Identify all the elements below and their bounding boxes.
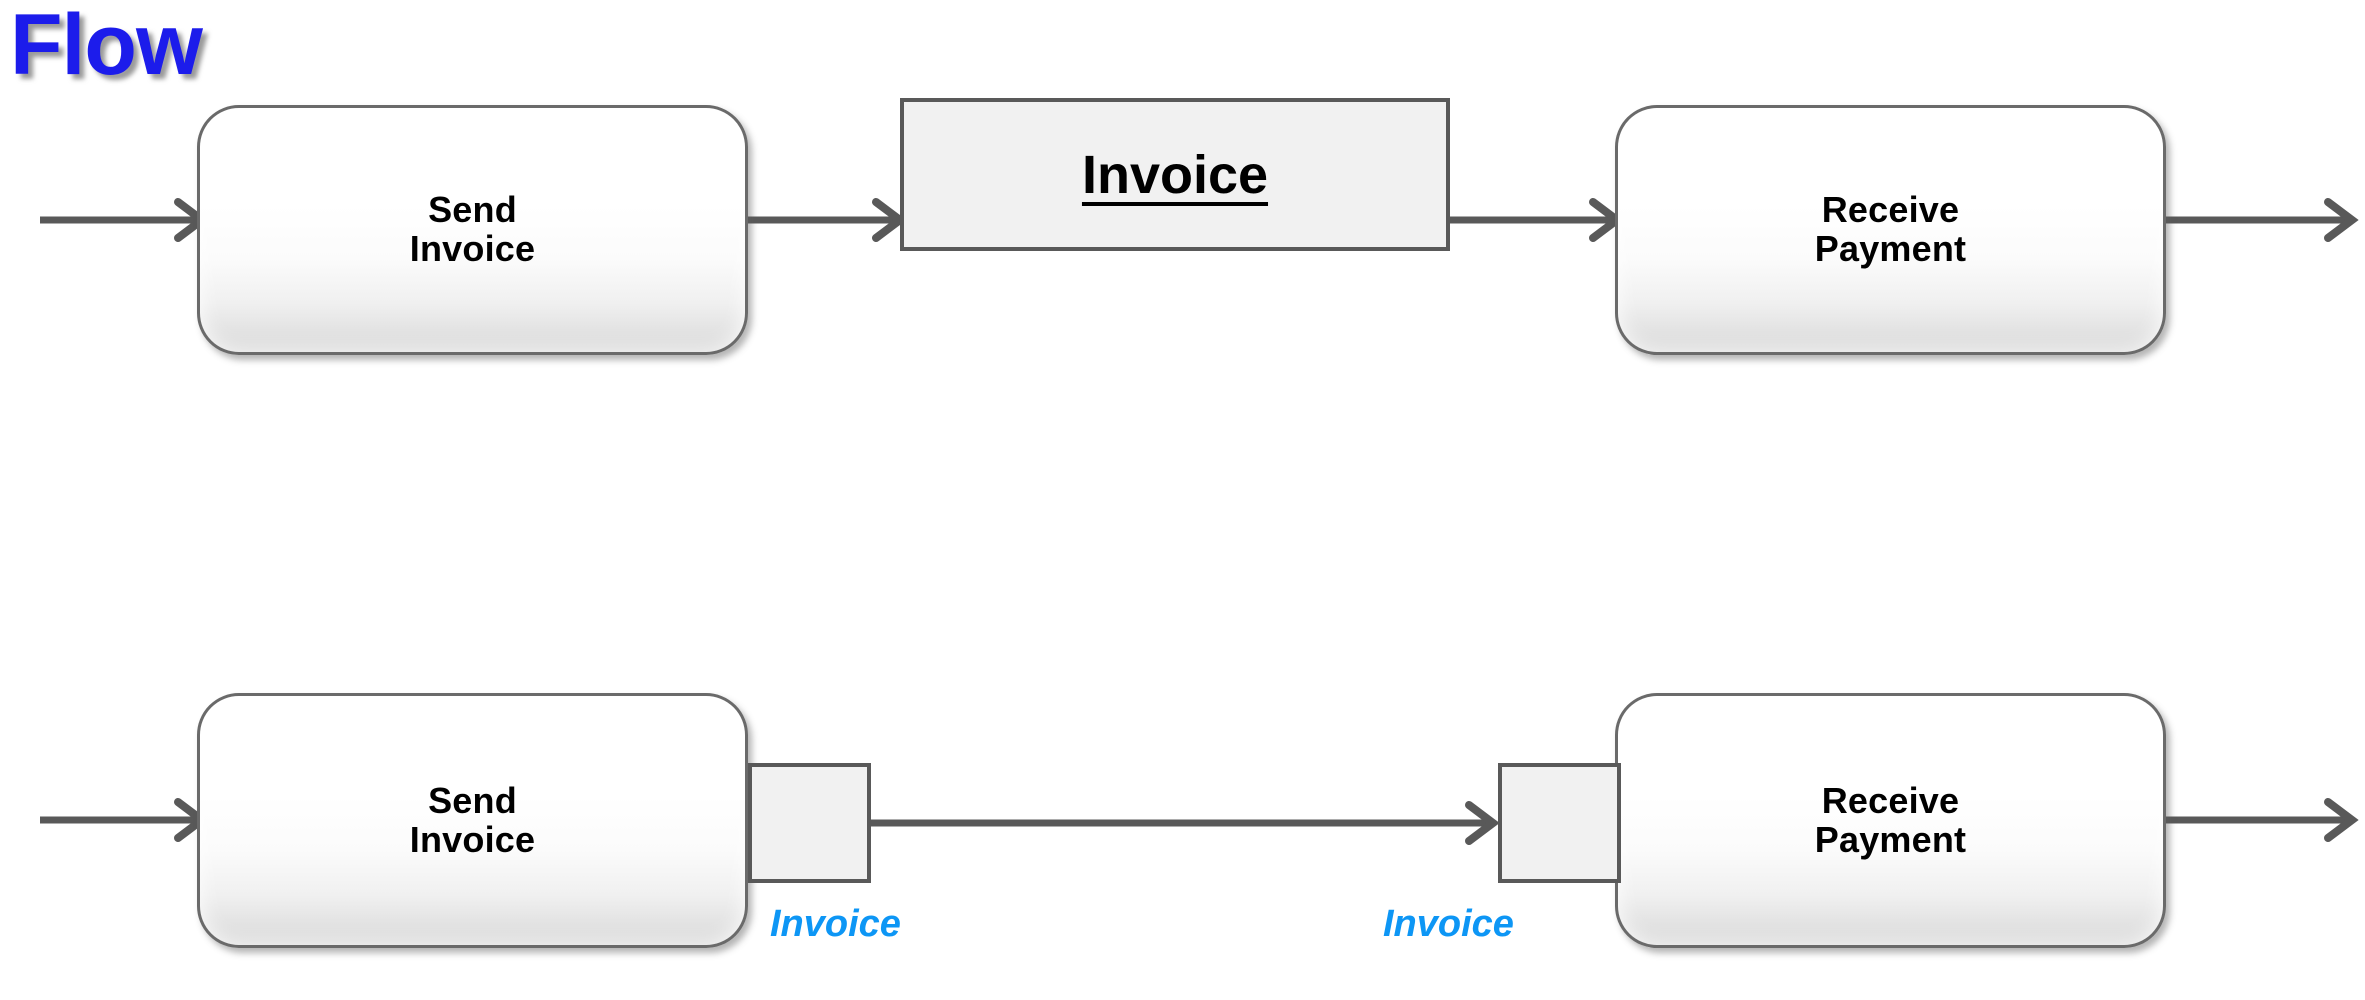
connector-top-inbound [40, 198, 210, 242]
page-title: Flow [10, 0, 203, 93]
message-marker-right[interactable] [1498, 763, 1621, 883]
task-label: Receive Payment [1814, 779, 1967, 860]
connector-bottom-message-flow [871, 801, 1501, 845]
task-receive-payment-bottom[interactable]: Receive Payment [1615, 693, 2166, 948]
document-invoice-top[interactable]: Invoice [900, 98, 1450, 251]
connector-top-send-to-invoice [748, 198, 908, 242]
task-send-invoice-top[interactable]: Send Invoice [197, 105, 748, 355]
message-label-left: Invoice [770, 903, 901, 945]
connector-bottom-outbound [2166, 798, 2362, 842]
document-label: Invoice [1081, 144, 1269, 205]
connector-top-outbound [2166, 198, 2362, 242]
connector-bottom-inbound [40, 798, 210, 842]
task-receive-payment-top[interactable]: Receive Payment [1615, 105, 2166, 355]
task-label: Send Invoice [409, 189, 536, 269]
message-marker-left[interactable] [748, 763, 871, 883]
task-label: Send Invoice [409, 779, 536, 860]
connector-top-invoice-to-receive [1450, 198, 1625, 242]
task-label: Receive Payment [1814, 189, 1967, 269]
message-label-right: Invoice [1383, 903, 1514, 945]
task-send-invoice-bottom[interactable]: Send Invoice [197, 693, 748, 948]
